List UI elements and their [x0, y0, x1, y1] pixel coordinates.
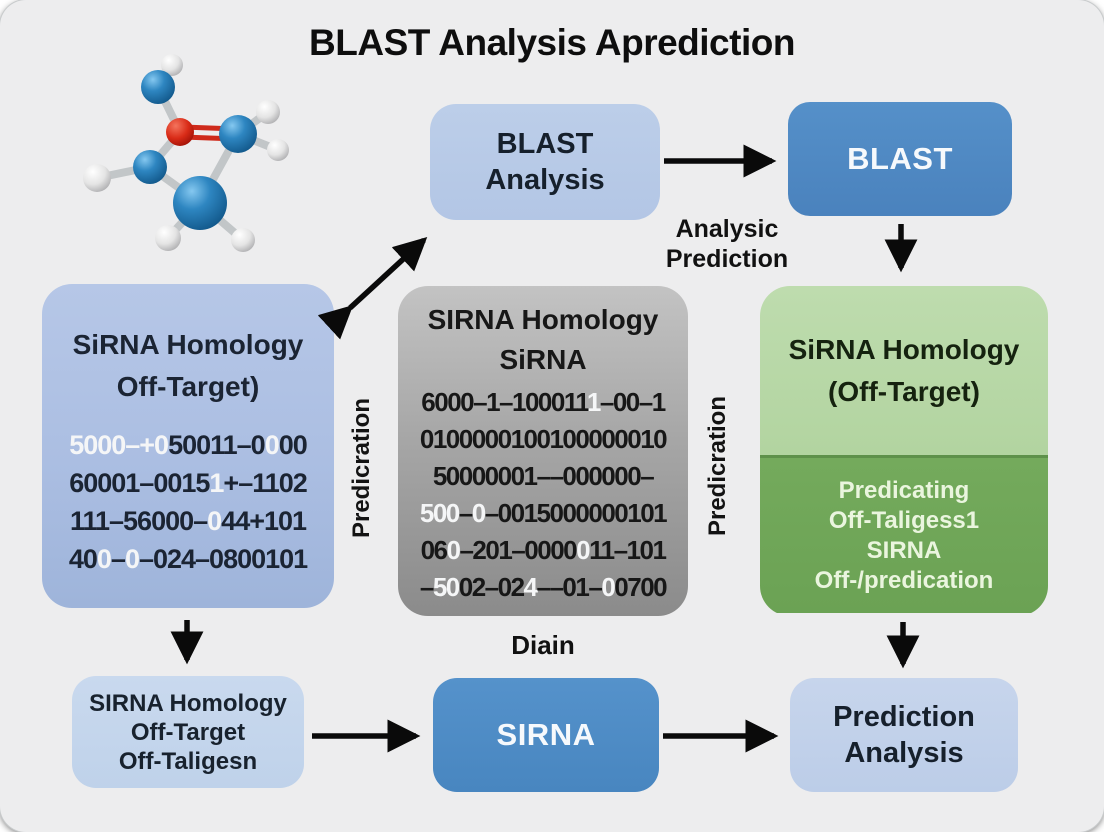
node-sirna-homology-bottom-left: SIRNA Homology Off-Target Off-Taligesn — [72, 676, 304, 788]
node-sirna-homology-offtarget-left: SiRNA Homology Off-Target) 5000–+050011–… — [42, 284, 334, 608]
node-sirna-homology-center: SIRNA Homology SiRNA 6000–1–1000111–00–1… — [398, 286, 688, 616]
molecule-image — [83, 54, 289, 252]
node-title: SIRNA Homology SiRNA — [427, 304, 659, 375]
page-title: BLAST Analysis Aprediction — [309, 22, 795, 63]
node-sirna-homology-offtarget-right: SiRNA Homology (Off-Target) Predicating … — [760, 286, 1048, 616]
molecule-bonds — [93, 61, 282, 244]
molecule-atoms — [83, 54, 289, 252]
node-sirna: SIRNA — [433, 678, 659, 792]
label-predication-left: Predicration — [348, 397, 375, 539]
node-title: SiRNA Homology (Off-Target) — [760, 286, 1048, 458]
molecule-double-bond — [180, 124, 239, 142]
label-predication-right: Predicration — [704, 395, 731, 537]
node-blast-analysis: BLAST Analysis — [430, 104, 660, 220]
node-title: SiRNA Homology Off-Target) — [72, 329, 304, 402]
node-body: Predicating Off-Taligess1 SIRNA Off-/pre… — [760, 458, 1048, 613]
node-prediction-analysis: Prediction Analysis — [790, 678, 1018, 792]
label-diain: Diain — [511, 630, 575, 660]
label-analysic-prediction: Analysic Prediction — [665, 215, 789, 273]
node-blast: BLAST — [788, 102, 1012, 216]
